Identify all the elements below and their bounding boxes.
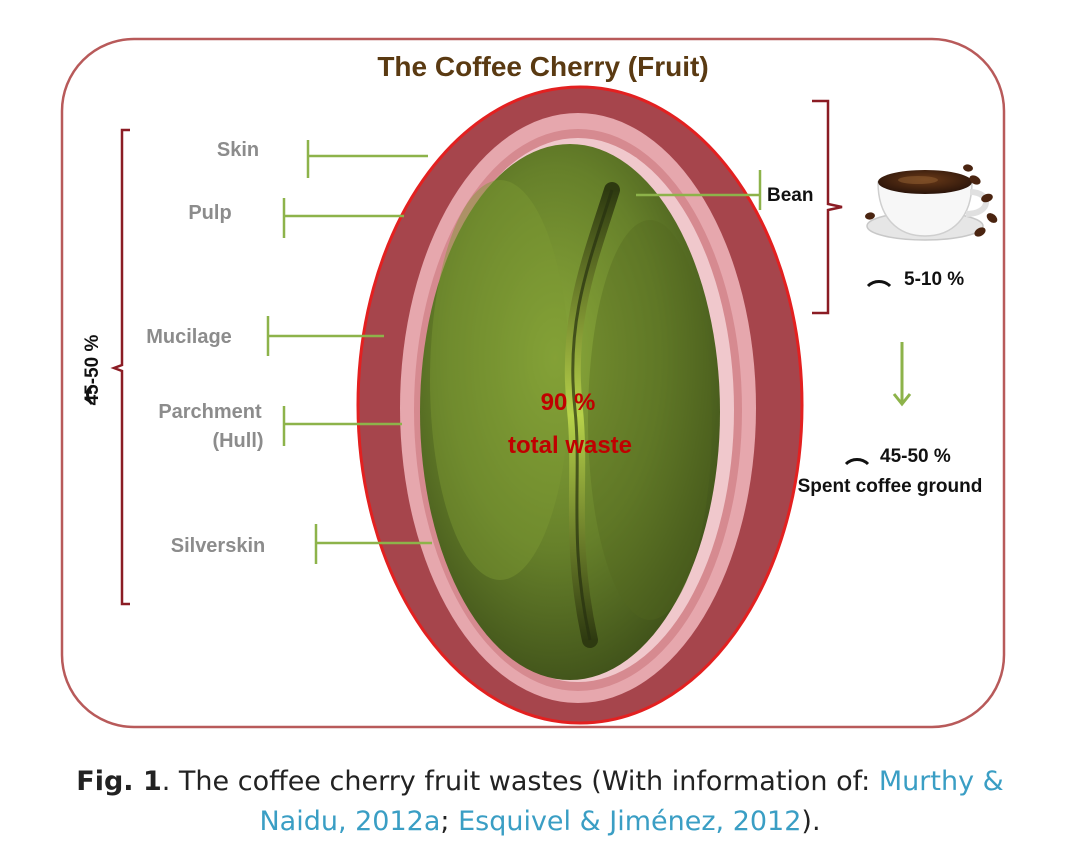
left-share: 45-50 % xyxy=(82,335,103,406)
caption-line-1: Fig. 1. The coffee cherry fruit wastes (… xyxy=(0,762,1080,802)
left-approx-icon xyxy=(86,384,94,406)
left-share-value: 45-50 % xyxy=(82,335,103,406)
spent-label: Spent coffee ground xyxy=(798,476,983,497)
label-mucilage: Mucilage xyxy=(146,326,232,348)
label-parchment-hull: (Hull) xyxy=(212,430,263,452)
caption-ref-naidu[interactable]: Naidu, 2012a xyxy=(259,806,441,837)
label-bean: Bean xyxy=(767,185,813,206)
label-pulp: Pulp xyxy=(188,202,231,224)
waste-label: total waste xyxy=(508,432,632,459)
green-coffee-bean xyxy=(420,144,720,680)
coffee-cup-icon xyxy=(865,164,998,241)
right-bracket xyxy=(812,99,843,315)
down-arrow xyxy=(892,342,912,407)
caption-line-2: Naidu, 2012a; Esquivel & Jiménez, 2012). xyxy=(0,802,1080,842)
caption-fig-number: Fig. 1 xyxy=(76,766,162,797)
label-skin: Skin xyxy=(217,139,259,161)
bean-approx-icon xyxy=(866,280,892,288)
caption-separator: ; xyxy=(440,806,459,837)
caption-text: . The coffee cherry fruit wastes (With i… xyxy=(161,766,879,797)
spent-share-value: 45-50 % xyxy=(880,446,951,467)
label-parchment: Parchment xyxy=(158,401,262,423)
diagram: The Coffee Cherry (Fruit) 90 % total was… xyxy=(60,37,1006,729)
caption-ref-esquivel[interactable]: Esquivel & Jiménez, 2012 xyxy=(458,806,802,837)
coffee-cherry-diagram: The Coffee Cherry (Fruit) 90 % total was… xyxy=(60,37,1006,729)
caption-ref-murthy[interactable]: Murthy & xyxy=(878,766,1004,797)
caption-end: ). xyxy=(801,806,821,837)
diagram-title: The Coffee Cherry (Fruit) xyxy=(377,51,708,82)
bean-share-value: 5-10 % xyxy=(904,269,964,290)
spent-approx-icon xyxy=(844,458,870,466)
waste-percent: 90 % xyxy=(541,389,596,416)
left-bracket xyxy=(110,128,130,606)
leader-lines xyxy=(266,140,762,564)
label-silverskin: Silverskin xyxy=(171,535,266,557)
figure-caption: Fig. 1. The coffee cherry fruit wastes (… xyxy=(0,762,1080,842)
